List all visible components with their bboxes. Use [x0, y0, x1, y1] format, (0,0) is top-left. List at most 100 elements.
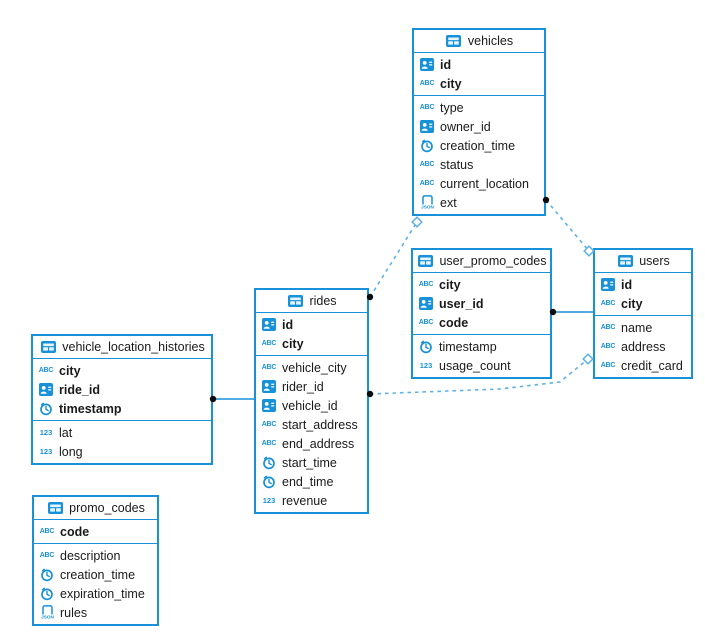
table-title: users: [639, 254, 670, 268]
field-current_location[interactable]: ABC current_location: [414, 174, 544, 193]
field-expiration_time[interactable]: expiration_time: [34, 584, 157, 603]
123-icon: 123: [419, 361, 433, 370]
abc-text-icon: ABC: [261, 421, 277, 428]
id-badge-icon: [260, 318, 278, 331]
field-name: id: [440, 57, 452, 72]
table-header: users: [595, 250, 691, 273]
field-name: rider_id: [282, 379, 324, 394]
field-code[interactable]: ABC code: [413, 313, 550, 332]
abc-text-icon: ABC: [261, 364, 277, 371]
field-vehicle_id[interactable]: vehicle_id: [256, 396, 367, 415]
field-ext[interactable]: JSON ext: [414, 193, 544, 212]
json-document-icon: JSON: [418, 195, 436, 210]
abc-text-icon: ABC: [39, 528, 55, 535]
table-icon: [39, 341, 57, 353]
field-name: city: [282, 336, 304, 351]
field-ride_id[interactable]: ride_id: [33, 380, 211, 399]
field-rules[interactable]: JSON rules: [34, 603, 157, 622]
field-name: type: [440, 100, 464, 115]
field-name: id: [621, 277, 633, 292]
json-document-icon: JSON: [38, 605, 56, 620]
clock-icon: [38, 587, 56, 601]
field-name: long: [59, 444, 83, 459]
123-icon: 123: [39, 428, 53, 437]
table-header: vehicles: [414, 30, 544, 53]
abc-text-icon: ABC: [418, 319, 434, 326]
field-name: creation_time: [60, 567, 136, 582]
clock-icon: [38, 568, 56, 582]
field-start_time[interactable]: start_time: [256, 453, 367, 472]
field-name: vehicle_city: [282, 360, 347, 375]
field-timestamp[interactable]: timestamp: [33, 399, 211, 418]
field-end_time[interactable]: end_time: [256, 472, 367, 491]
field-name: ext: [440, 195, 457, 210]
abc-text-icon: ABC: [600, 343, 616, 350]
id-badge-icon: [260, 380, 278, 393]
field-type[interactable]: ABC type: [414, 98, 544, 117]
field-creation_time[interactable]: creation_time: [414, 136, 544, 155]
field-id[interactable]: id: [414, 55, 544, 74]
field-name: lat: [59, 425, 73, 440]
field-name: expiration_time: [60, 586, 145, 601]
id-badge-icon: [260, 399, 278, 412]
abc-text-icon: ABC: [419, 180, 435, 187]
table-title: promo_codes: [69, 501, 145, 515]
table-title: vehicle_location_histories: [62, 340, 205, 354]
abc-text-icon: ABC: [419, 80, 435, 87]
field-name: rules: [60, 605, 88, 620]
table-icon: [616, 255, 634, 267]
field-user_id[interactable]: user_id: [413, 294, 550, 313]
123-icon: 123: [39, 447, 53, 456]
field-name: code: [439, 315, 469, 330]
abc-text-icon: ABC: [39, 552, 55, 559]
id-badge-icon: [418, 120, 436, 133]
field-name: owner_id: [440, 119, 491, 134]
field-long[interactable]: 123 long: [33, 442, 211, 461]
table-icon: [445, 35, 463, 47]
field-id[interactable]: id: [256, 315, 367, 334]
field-name: city: [439, 277, 461, 292]
table-header: user_promo_codes: [413, 250, 550, 273]
field-id[interactable]: id: [595, 275, 691, 294]
field-name: current_location: [440, 176, 529, 191]
field-owner_id[interactable]: owner_id: [414, 117, 544, 136]
field-name: timestamp: [439, 339, 497, 354]
clock-icon: [417, 340, 435, 354]
clock-icon: [260, 475, 278, 489]
abc-text-icon: ABC: [419, 104, 435, 111]
field-creation_time[interactable]: creation_time: [34, 565, 157, 584]
field-timestamp[interactable]: timestamp: [413, 337, 550, 356]
field-rider_id[interactable]: rider_id: [256, 377, 367, 396]
clock-icon: [37, 402, 55, 416]
field-vehicle_city[interactable]: ABC vehicle_city: [256, 358, 367, 377]
field-lat[interactable]: 123 lat: [33, 423, 211, 442]
cardinality-diamond: [411, 216, 423, 228]
